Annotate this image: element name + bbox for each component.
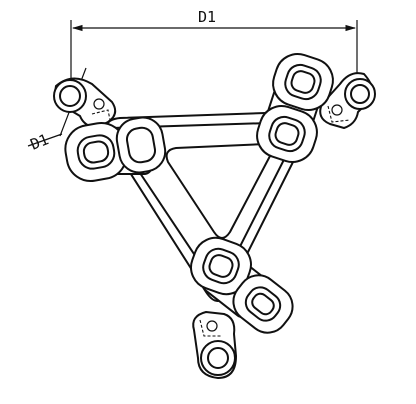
clamp-hidden-line-bottom (199, 319, 222, 337)
clamp-bottom (192, 311, 237, 379)
clamp-eye-upper-left (53, 79, 87, 113)
link-loop-right-a-hole (290, 70, 316, 94)
link-loop-right-b (256, 105, 318, 163)
clamp-hidden-line-upper-right (327, 105, 351, 123)
link-loop-left-a-inner (76, 134, 116, 170)
clamp-eye-inner-upper-right (350, 84, 370, 104)
clamp-bolt-upper-left (93, 98, 105, 110)
link-loop-bottom-a (190, 236, 252, 296)
clamp-eye-inner-bottom (207, 347, 229, 369)
dimension-label-top: D1 (198, 8, 216, 26)
link-loop-bottom-a-hole (208, 254, 234, 278)
link-assembly-left (64, 116, 167, 182)
link-loop-left-b-inner (125, 126, 157, 164)
link-assembly-bottom (190, 236, 294, 334)
leader-underline-left (27, 133, 63, 147)
link-loop-right-b-inner (268, 115, 306, 153)
link-loop-right-b-hole (274, 122, 300, 146)
link-loop-bottom-b-hole (251, 292, 275, 316)
clamp-hidden-line-upper-left (91, 109, 111, 121)
clamp-bolt-upper-right (331, 104, 343, 116)
dimension-label-left: D1 (28, 130, 51, 153)
link-loop-left-a-hole (82, 140, 110, 164)
clamp-upper-left (53, 77, 117, 129)
link-loop-bottom-b-inner (244, 286, 282, 322)
link-assembly-right (256, 53, 334, 163)
clamp-eye-upper-right (344, 78, 376, 110)
link-loop-left-b (115, 116, 167, 174)
link-loop-right-a (272, 53, 334, 111)
link-loop-right-a-inner (284, 63, 322, 101)
clamp-eye-inner-upper-left (59, 85, 81, 107)
link-loop-bottom-a-inner (202, 247, 240, 285)
clamp-bolt-bottom (206, 320, 218, 332)
clamp-eye-bottom (200, 340, 236, 376)
link-loop-bottom-b (232, 274, 294, 334)
clamp-upper-right (319, 72, 376, 129)
